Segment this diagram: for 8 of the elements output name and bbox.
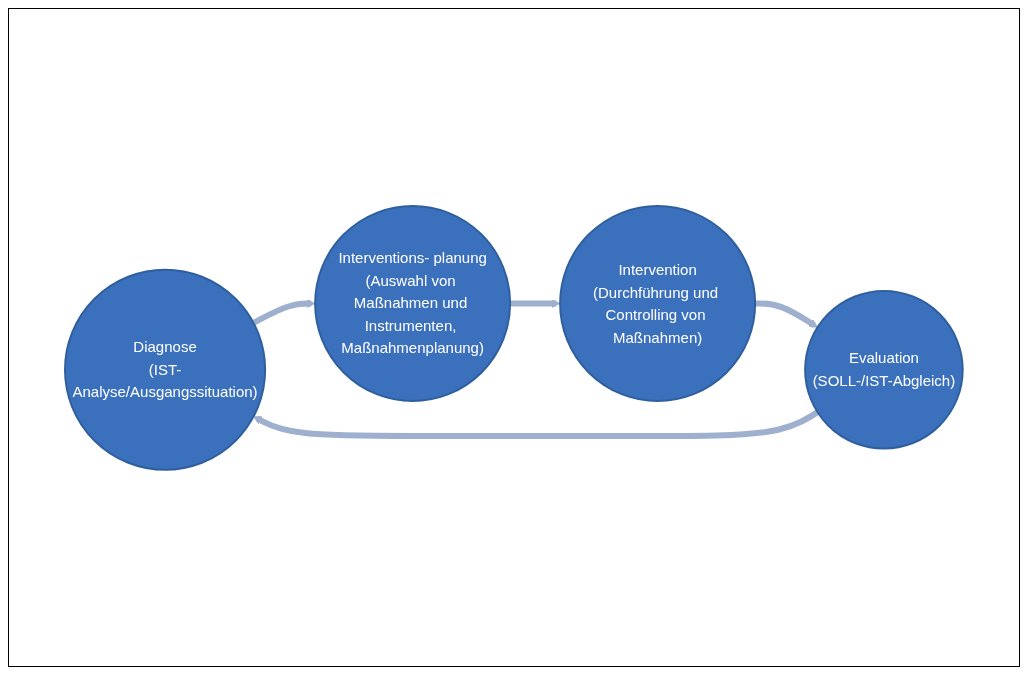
node-circle: Intervention (Durchführung und Controlling von Maßnahmen) [559, 204, 757, 402]
node-circle: Diagnose (IST-Analyse/Ausgangssituation) [64, 268, 267, 471]
node-circle: Interventions- planung (Auswahl von Maßnahmen und Instrumenten, Maßnahmenplanung) [314, 204, 512, 402]
arrow [252, 298, 316, 326]
arrow [510, 298, 561, 308]
arrow [755, 300, 819, 328]
arrow [253, 409, 820, 439]
node-circle: Evaluation (SOLL-/IST-Abgleich) [804, 289, 964, 450]
